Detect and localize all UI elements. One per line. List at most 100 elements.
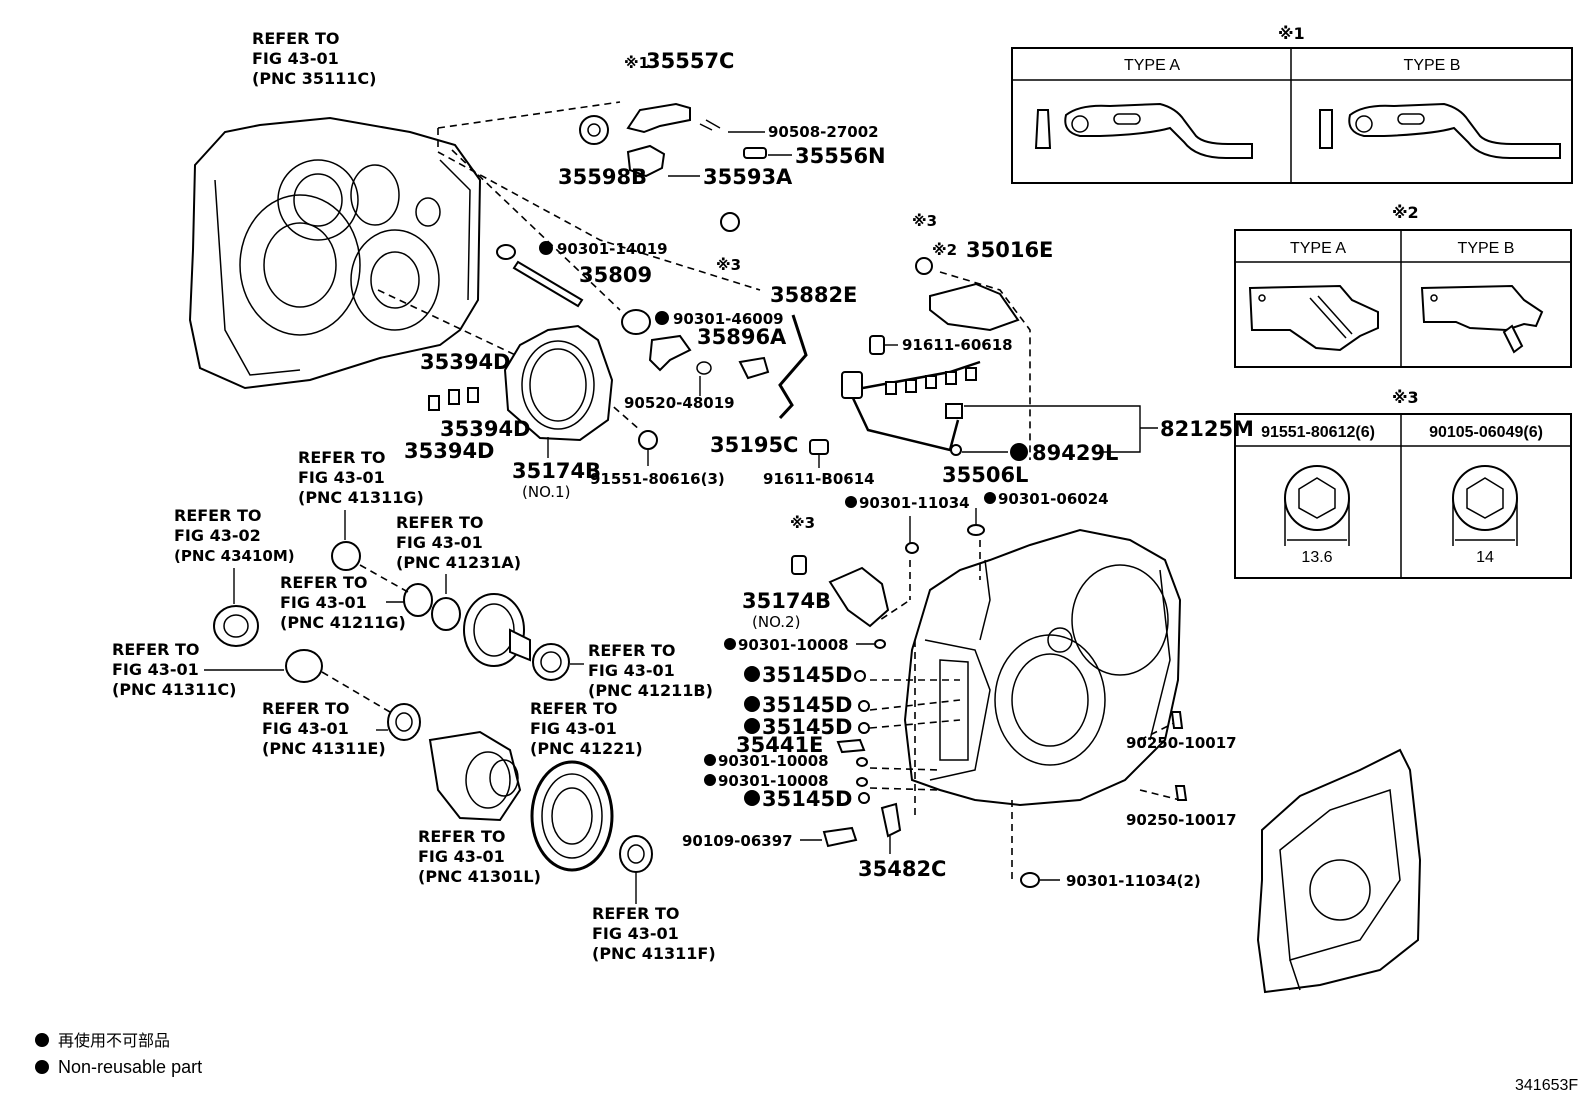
part-label: 90301-10008 <box>718 752 829 770</box>
part-35809-group: 90301-14019 35809 <box>496 240 668 308</box>
non-reusable-dot-icon <box>704 754 716 766</box>
part-label: 35145D <box>762 787 853 811</box>
part-label: 89429L <box>1032 441 1118 465</box>
harness-group: ※3 ※2 35016E 91611-60618 82125M 89429L 3… <box>841 212 1254 554</box>
ref-text: FIG 43-01 <box>298 468 385 487</box>
case-outline-view <box>1256 748 1422 994</box>
part-label: 35598B <box>558 165 647 189</box>
dim-13-6: 13.6 <box>1301 549 1332 566</box>
note-mark-3-inline: ※3 <box>790 514 815 532</box>
note-mark-3-inline: ※3 <box>716 256 741 274</box>
part-label-sub: (NO.1) <box>522 483 570 501</box>
part-label: 90301-14019 <box>557 240 668 258</box>
ref-text: (PNC 41231A) <box>396 553 521 572</box>
ref-text: FIG 43-01 <box>530 719 617 738</box>
note-mark-3: ※3 <box>1392 388 1419 407</box>
part-label: 35896A <box>697 325 787 349</box>
note-mark-2-inline: ※2 <box>932 241 957 259</box>
part-label: 35809 <box>579 263 652 287</box>
transaxle-case-main <box>903 528 1182 807</box>
ref-text: REFER TO <box>396 513 484 532</box>
part-label: 91611-B0614 <box>763 470 875 488</box>
ref-text: REFER TO <box>280 573 368 592</box>
ref-text: REFER TO <box>174 506 262 525</box>
part-label: 35593A <box>703 165 793 189</box>
non-reusable-dot-icon <box>744 718 760 734</box>
part-label: 35195C <box>710 433 798 457</box>
part-label: 35506L <box>942 463 1028 487</box>
transaxle-case-housing <box>188 116 482 390</box>
ref-text: FIG 43-01 <box>262 719 349 738</box>
ref-text: FIG 43-01 <box>252 49 339 68</box>
ref-text: (PNC 43410M) <box>174 547 295 565</box>
ref-text: (PNC 41221) <box>530 739 643 758</box>
part-label: 90301-06024 <box>998 490 1109 508</box>
ref-text: FIG 43-02 <box>174 526 261 545</box>
part-label: 35482C <box>858 857 946 881</box>
part-label: 90520-48019 <box>624 394 735 412</box>
dim-14: 14 <box>1476 549 1494 566</box>
non-reusable-dot-icon <box>845 496 857 508</box>
part-label: 90301-11034(2) <box>1066 872 1201 890</box>
legend-en: Non-reusable part <box>58 1057 202 1077</box>
type-b-header: TYPE B <box>1404 57 1461 74</box>
part-label: 35174B <box>512 459 601 483</box>
type-table-1: ※1 TYPE A TYPE B <box>1011 24 1573 184</box>
bracket-type-a-icon <box>1034 102 1253 159</box>
part-35174B-no1: 35174B (NO.1) 91551-80616(3) <box>503 324 725 501</box>
part-label: 90301-46009 <box>673 310 784 328</box>
part-label: 35145D <box>762 693 853 717</box>
legend: 再使用不可部品 Non-reusable part <box>35 1032 202 1077</box>
type-table-3: ※3 91551-80612(6) 90105-06049(6) 13.6 14 <box>1234 388 1572 579</box>
part-label: 91611-60618 <box>902 336 1013 354</box>
bracket-type-b-icon <box>1319 102 1561 159</box>
ref-text: (PNC 41311E) <box>262 739 386 758</box>
ref-text: REFER TO <box>262 699 350 718</box>
non-reusable-dot-icon <box>704 774 716 786</box>
type-a-header-2: TYPE A <box>1290 240 1346 257</box>
non-reusable-dot-icon <box>744 696 760 712</box>
ref-text: FIG 43-01 <box>588 661 675 680</box>
part-label: 35556N <box>795 144 886 168</box>
non-reusable-dot-icon <box>539 241 553 255</box>
hex-bolt-a-icon: 13.6 <box>1284 465 1350 566</box>
part-label: 90250-10017 <box>1126 734 1237 752</box>
part-label: 91551-80616(3) <box>590 470 725 488</box>
differential-group: REFER TO FIG 43-01 (PNC 41311G) REFER TO… <box>112 448 716 963</box>
part-label: 90250-10017 <box>1126 811 1237 829</box>
non-reusable-dot-icon <box>1010 443 1028 461</box>
part-label: 35882E <box>770 283 857 307</box>
ref-text: (PNC 41211B) <box>588 681 713 700</box>
legend-jp: 再使用不可部品 <box>58 1032 170 1050</box>
part-label: 90508-27002 <box>768 123 879 141</box>
part-label: 35145D <box>762 663 853 687</box>
part-35882E-group: 35882E 90301-46009 35896A 90520-48019 35… <box>621 283 857 457</box>
ref-text: (PNC 41311G) <box>298 488 424 507</box>
non-reusable-dot-icon <box>744 790 760 806</box>
type-b-header-2: TYPE B <box>1458 240 1515 257</box>
part-35394D-group: 35394D 35394D 35394D <box>404 350 531 463</box>
note-mark-2: ※2 <box>1392 203 1419 222</box>
part-label: 90301-11034 <box>859 494 970 512</box>
plate-type-a-icon <box>1248 284 1379 352</box>
ref-text: FIG 43-01 <box>280 593 367 612</box>
ref-text: REFER TO <box>592 904 680 923</box>
bolt-91551-header: 91551-80612(6) <box>1261 424 1375 441</box>
ref-text: FIG 43-01 <box>112 660 199 679</box>
part-label: 35557C <box>646 49 734 73</box>
part-label: 35394D <box>404 439 495 463</box>
type-a-header: TYPE A <box>1124 57 1180 74</box>
diagram-code: 341653F <box>1515 1077 1578 1094</box>
part-label: 82125M <box>1160 417 1254 441</box>
type-table-2: ※2 TYPE A TYPE B <box>1234 203 1572 368</box>
ref-text: REFER TO <box>112 640 200 659</box>
ref-35111C: REFER TO FIG 43-01 (PNC 35111C) <box>252 29 376 88</box>
part-label: 35174B <box>742 589 831 613</box>
ref-text: REFER TO <box>588 641 676 660</box>
part-91611-B0614: 91611-B0614 <box>763 439 875 488</box>
ref-text: (PNC 41301L) <box>418 867 541 886</box>
hex-bolt-b-icon: 14 <box>1452 465 1518 566</box>
ref-text: (PNC 41211G) <box>280 613 406 632</box>
non-reusable-dot-icon <box>984 492 996 504</box>
